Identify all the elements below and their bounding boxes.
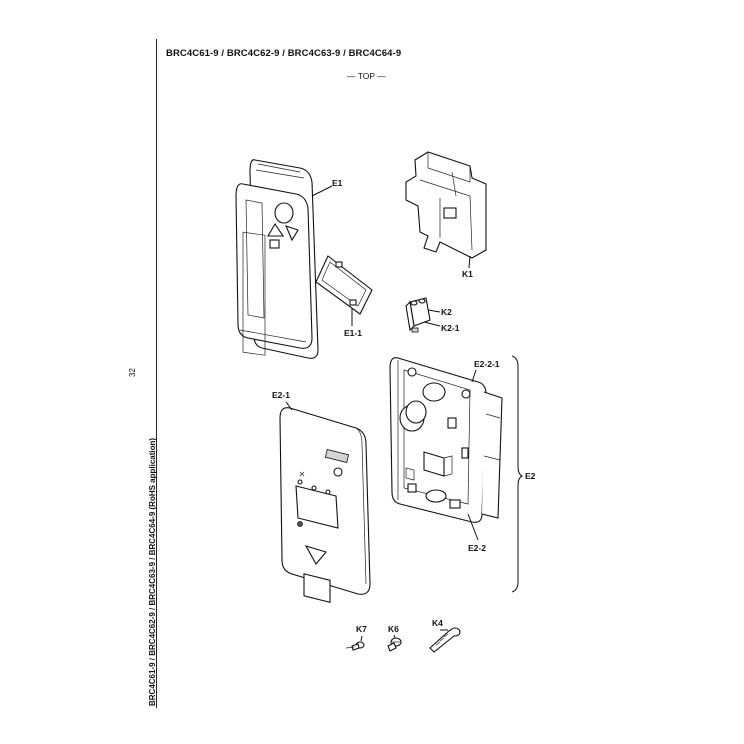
- label-e2-2: E2-2: [468, 543, 486, 553]
- e2-group-bracket: [511, 355, 524, 593]
- label-k7: K7: [356, 624, 367, 634]
- label-e2: E2: [525, 471, 536, 481]
- label-e1-1: E1-1: [344, 328, 362, 338]
- leader-lines: [285, 185, 479, 642]
- label-k2: K2: [441, 307, 452, 317]
- part-k7-screw: [345, 641, 365, 651]
- part-e1-1-gasket: [315, 255, 373, 315]
- part-k4-screw: [429, 627, 461, 653]
- label-k6: K6: [388, 624, 399, 634]
- label-e1: E1: [332, 178, 343, 188]
- label-k4: K4: [432, 618, 443, 628]
- part-k6-screw: [387, 637, 402, 652]
- page-frame: [156, 39, 702, 708]
- label-e2-2-1: E2-2-1: [474, 359, 500, 369]
- part-e2-1-front-panel: [279, 407, 371, 603]
- label-k2-1: K2-1: [441, 323, 460, 333]
- part-k1-bracket: [405, 151, 487, 259]
- page-subtitle: — TOP —: [347, 71, 386, 81]
- label-e2-1: E2-1: [272, 390, 290, 400]
- part-k2-connector: [405, 297, 431, 333]
- label-k1: K1: [462, 269, 473, 279]
- part-e2-2-pcb-base: [389, 357, 503, 523]
- part-e1-remote-controller: [235, 159, 319, 359]
- page-title: BRC4C61-9 / BRC4C62-9 / BRC4C63-9 / BRC4…: [166, 48, 402, 59]
